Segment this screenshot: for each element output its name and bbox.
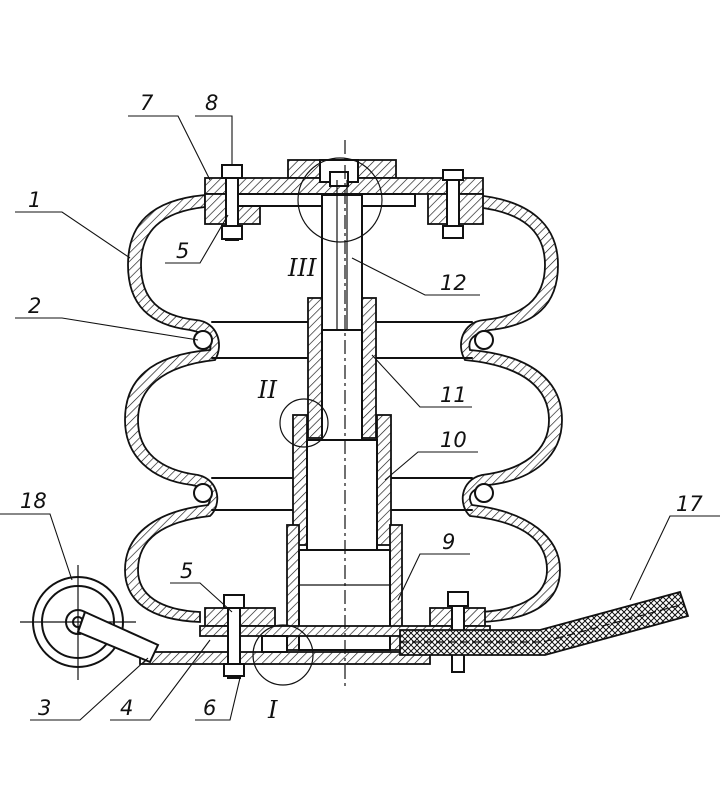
girdle-rings — [193, 321, 494, 511]
callout-labels: 1 2 3 4 5 5 6 7 8 9 10 11 12 17 18 — [20, 91, 703, 720]
callout-10: 10 — [440, 428, 467, 452]
callout-8: 8 — [205, 91, 218, 115]
top-bolts — [221, 164, 464, 241]
callout-9: 9 — [442, 530, 455, 554]
callout-4: 4 — [120, 696, 133, 720]
callout-5-top: 5 — [176, 239, 189, 263]
callout-11: 11 — [440, 383, 467, 407]
callout-17: 17 — [676, 492, 703, 516]
callout-3: 3 — [38, 696, 51, 720]
callout-18: 18 — [20, 489, 47, 513]
callout-5-bottom: 5 — [180, 559, 193, 583]
detail-circles — [252, 157, 383, 686]
callout-1: 1 — [28, 188, 41, 212]
zone-labels: I II III — [257, 254, 317, 724]
zone-II: II — [257, 376, 277, 404]
leader-lines — [0, 115, 720, 721]
zone-I: I — [267, 696, 278, 724]
caster-wheel — [20, 565, 160, 680]
bottom-bolts — [223, 591, 469, 679]
callout-6: 6 — [203, 696, 216, 720]
zone-III: III — [287, 254, 317, 282]
top-plate — [204, 159, 484, 225]
callout-7: 7 — [140, 91, 154, 115]
air-supply-pipe — [399, 590, 690, 656]
callout-12: 12 — [440, 271, 467, 295]
callout-2: 2 — [28, 294, 41, 318]
